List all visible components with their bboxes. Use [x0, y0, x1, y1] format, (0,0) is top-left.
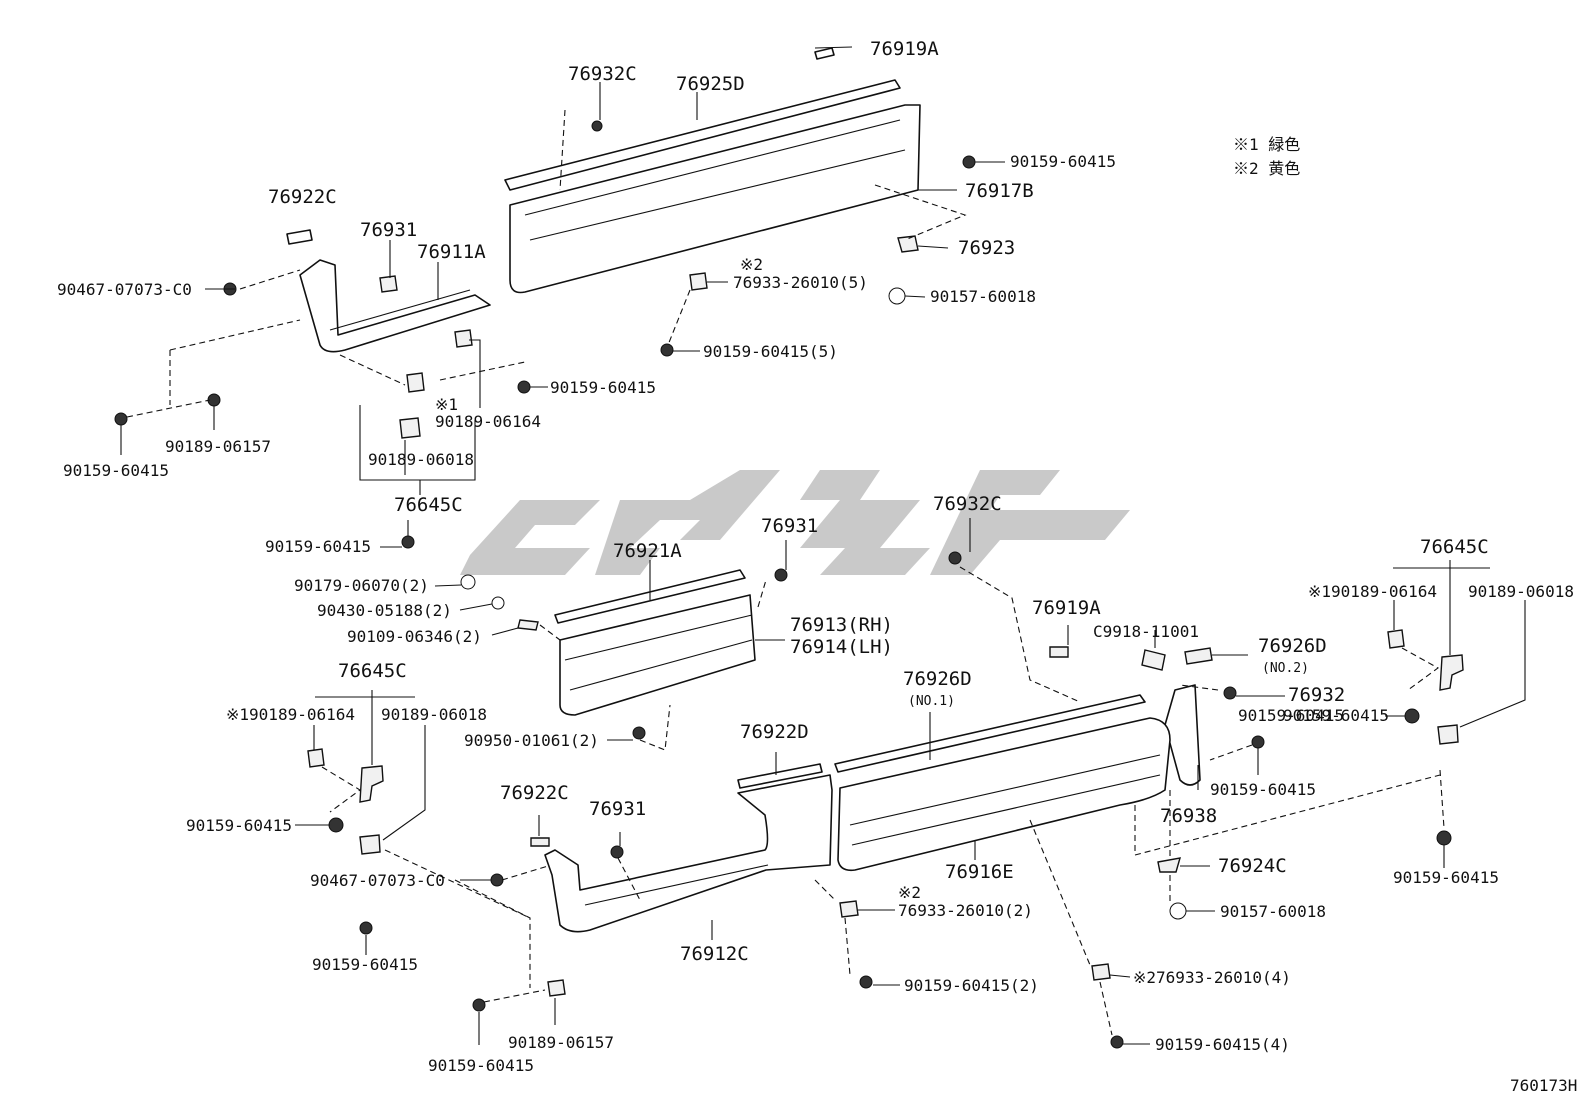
label-76932C: 76932C [933, 493, 1002, 515]
label-90159-60415-b: 90159-60415 [550, 378, 656, 397]
label-76933-26010-2: 76933-26010(2) [898, 901, 1033, 920]
watermark-logo [460, 470, 1130, 575]
label-90159-60415-c: 90159-60415 [63, 461, 169, 480]
right-bracket-group [1134, 560, 1526, 868]
label-no1: (NO.1) [908, 694, 955, 709]
lower-fasteners [307, 748, 1124, 1049]
label-76645C-left: 76645C [338, 660, 407, 682]
middle-door-moulding [554, 569, 756, 716]
middle-leader-lines [380, 518, 1285, 912]
label-90109-06346: 90109-06346(2) [347, 627, 482, 646]
label-76922C: 76922C [268, 186, 337, 208]
label-76645C-right: 76645C [1420, 536, 1489, 558]
label-76932C: 76932C [568, 63, 637, 85]
diagram-code: 760173H [1510, 1076, 1577, 1095]
label-76921A: 76921A [613, 540, 682, 562]
middle-fasteners [401, 535, 1265, 920]
label-90157-60018: 90157-60018 [1220, 902, 1326, 921]
label-76922C-lower: 76922C [500, 782, 569, 804]
lower-leader-lines [295, 690, 1150, 1045]
legend-note-1: ※1 緑色 [1233, 135, 1300, 154]
label-90159-60415-left-c: 90159-60415 [428, 1056, 534, 1075]
label-90189-06157-lower: 90189-06157 [508, 1033, 614, 1052]
right-labels: 76645C ※190189-06164 90189-06018 90159-6… [1283, 536, 1574, 887]
legend-note-2: ※2 黄色 [1233, 159, 1300, 178]
label-90159-60415: 90159-60415 [1010, 152, 1116, 171]
label-76913-rh: 76913(RH) [790, 614, 893, 636]
label-mark-2-lower: ※2 [898, 883, 921, 902]
label-76917B: 76917B [965, 180, 1034, 202]
upper-labels: 76919A 76932C 76925D 90159-60415 76917B … [57, 38, 1116, 516]
upper-leader-lines [120, 46, 1005, 495]
lower-labels: 76645C ※190189-06164 90189-06018 90159-6… [186, 660, 1291, 1075]
label-76919A: 76919A [870, 38, 939, 60]
label-76645C: 76645C [394, 494, 463, 516]
label-90159-60415-right-a: 90159-60415 [1283, 706, 1389, 725]
label-90189-06018-right: 90189-06018 [1468, 582, 1574, 601]
label-90467-07073-C0: 90467-07073-C0 [57, 280, 192, 299]
label-90159-60415-2: 90159-60415(2) [904, 976, 1039, 995]
label-76923: 76923 [958, 237, 1015, 259]
label-90189-06018: 90189-06018 [368, 450, 474, 469]
label-no2: (NO.2) [1262, 661, 1309, 676]
label-76931: 76931 [761, 515, 818, 537]
label-mark-1: ※1 [435, 395, 458, 414]
label-90157-60018: 90157-60018 [930, 287, 1036, 306]
upper-rocker-panel [286, 47, 921, 353]
label-90467-07073-C0-lower: 90467-07073-C0 [310, 871, 445, 890]
label-90189-06164-left: ※190189-06164 [226, 705, 355, 724]
label-90189-06164: 90189-06164 [435, 412, 541, 431]
label-90189-06164-right: ※190189-06164 [1308, 582, 1437, 601]
label-90950-01061: 90950-01061(2) [464, 731, 599, 750]
label-90159-60415-left-a: 90159-60415 [186, 816, 292, 835]
label-76916E: 76916E [945, 861, 1014, 883]
label-76925D: 76925D [676, 73, 745, 95]
label-90159-60415-right-b: 90159-60415 [1393, 868, 1499, 887]
label-90189-06157: 90189-06157 [165, 437, 271, 456]
label-90159-60415-r1: 90159-60415 [1238, 706, 1344, 725]
label-76933-26010-5: 76933-26010(5) [733, 273, 868, 292]
label-C9918-11001: C9918-11001 [1093, 622, 1199, 641]
label-76924C: 76924C [1218, 855, 1287, 877]
middle-labels: 90159-60415 76921A 76931 76932C 90179-06… [265, 493, 1345, 921]
label-76933-26010-4: ※276933-26010(4) [1133, 968, 1291, 987]
label-76926D-no1: 76926D [903, 668, 972, 690]
label-90159-60415: 90159-60415 [265, 537, 371, 556]
label-90189-06018-left: 90189-06018 [381, 705, 487, 724]
legend: ※1 緑色 ※2 黄色 [1233, 135, 1300, 178]
label-76911A: 76911A [417, 241, 486, 263]
label-mark-2: ※2 [740, 255, 763, 274]
label-76926D-no2: 76926D [1258, 635, 1327, 657]
label-76914-lh: 76914(LH) [790, 636, 893, 658]
label-90159-60415-r2: 90159-60415 [1210, 780, 1316, 799]
label-76922D: 76922D [740, 721, 809, 743]
label-76912C: 76912C [680, 943, 749, 965]
lower-rocker-moulding [544, 694, 1171, 933]
label-76938: 76938 [1160, 805, 1217, 827]
label-76931-lower: 76931 [589, 798, 646, 820]
label-90159-60415-4: 90159-60415(4) [1155, 1035, 1290, 1054]
label-90430-05188: 90430-05188(2) [317, 601, 452, 620]
label-90159-60415-left-b: 90159-60415 [312, 955, 418, 974]
label-76932: 76932 [1288, 684, 1345, 706]
label-76919A: 76919A [1032, 597, 1101, 619]
label-90159-60415-5: 90159-60415(5) [703, 342, 838, 361]
label-76931: 76931 [360, 219, 417, 241]
label-90179-06070: 90179-06070(2) [294, 576, 429, 595]
